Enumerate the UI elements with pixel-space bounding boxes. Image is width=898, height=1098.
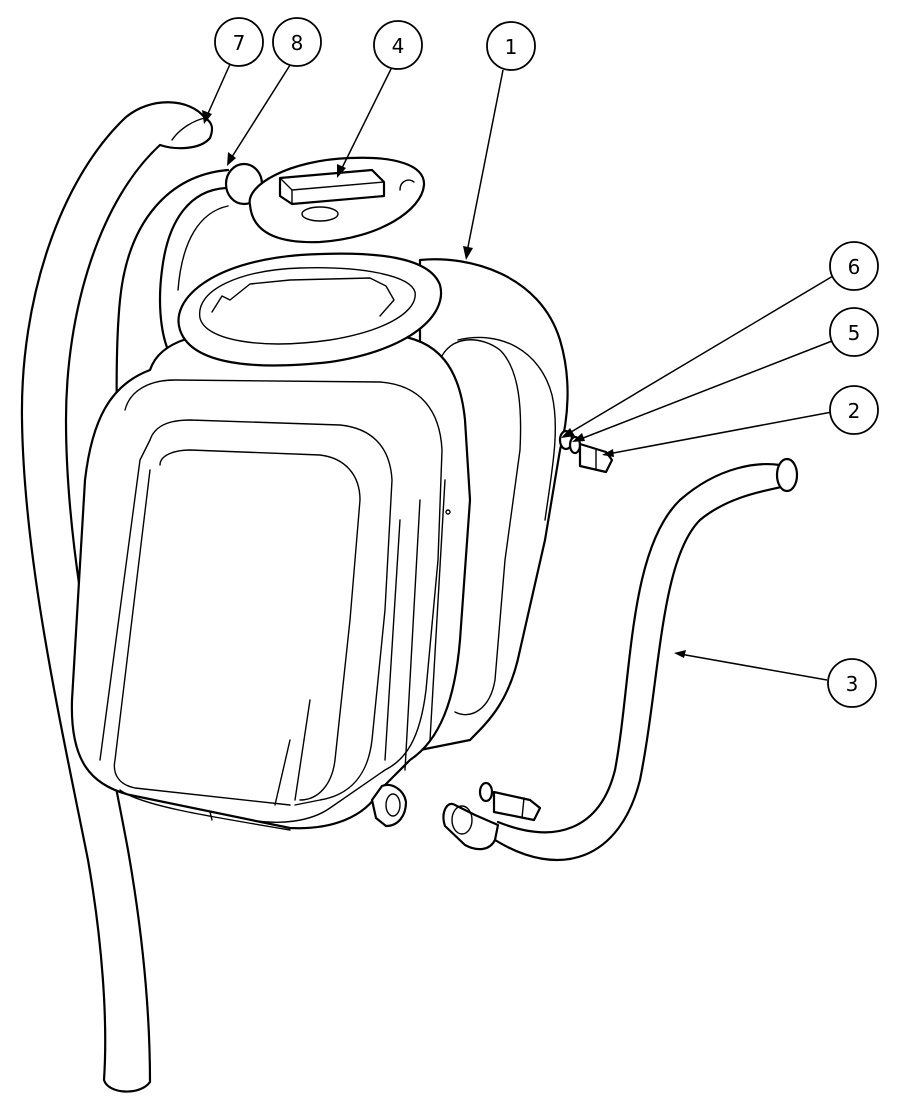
balloon-2-label: 2 <box>848 399 861 423</box>
cap-part-4 <box>248 156 426 244</box>
balloon-3: 3 <box>827 658 877 708</box>
balloon-8: 8 <box>272 17 322 67</box>
balloon-5-label: 5 <box>848 321 861 345</box>
balloon-4-label: 4 <box>392 34 405 58</box>
balloon-6-label: 6 <box>848 255 861 279</box>
balloon-8-label: 8 <box>291 31 304 55</box>
balloon-4: 4 <box>373 20 423 70</box>
balloon-7-label: 7 <box>233 31 246 55</box>
balloon-3-label: 3 <box>846 672 859 696</box>
balloon-1: 1 <box>486 21 536 71</box>
balloon-7: 7 <box>214 17 264 67</box>
balloon-2: 2 <box>829 385 879 435</box>
balloon-6: 6 <box>829 241 879 291</box>
balloon-5: 5 <box>829 307 879 357</box>
hose-part-3 <box>493 457 799 862</box>
tank-body-part-1 <box>70 252 569 831</box>
hose-part-7 <box>20 101 214 1093</box>
leader-lines <box>202 61 834 681</box>
clamp-assembly-lower <box>442 781 542 851</box>
balloon-1-label: 1 <box>505 35 518 59</box>
